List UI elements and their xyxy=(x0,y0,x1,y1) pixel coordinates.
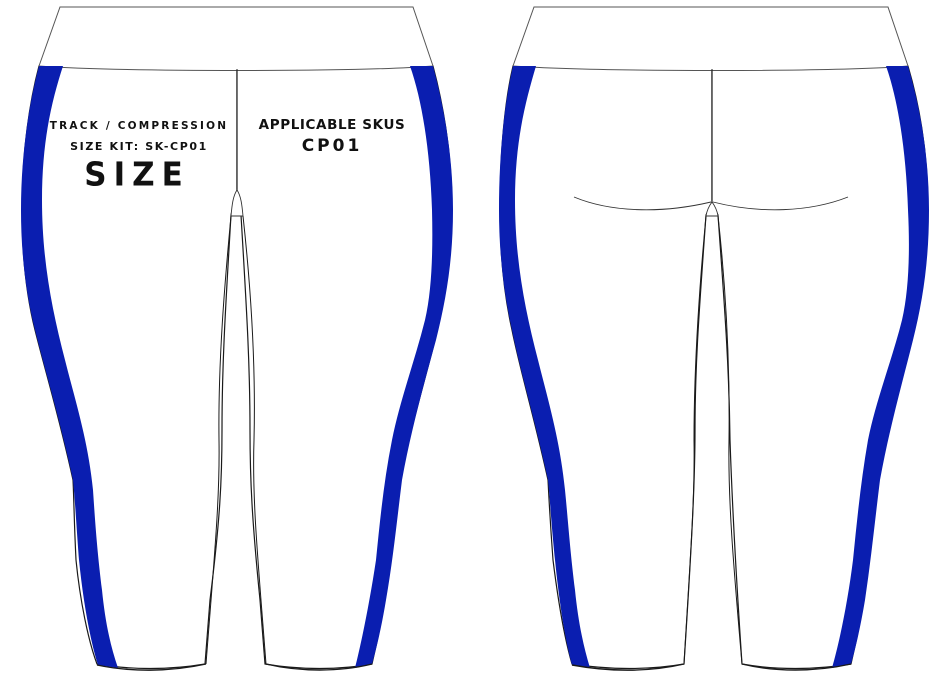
front-waistband xyxy=(38,6,434,71)
front-inseam-right xyxy=(242,215,267,665)
front-inseam-left xyxy=(205,215,232,665)
size-heading: SIZE xyxy=(84,156,190,194)
back-view-pants xyxy=(499,6,929,671)
size-kit-label: SIZE KIT: SK-CP01 xyxy=(70,140,208,153)
back-left-hem xyxy=(571,663,685,671)
back-right-hem xyxy=(741,663,852,671)
front-left-stripe xyxy=(21,66,118,668)
applicable-skus-heading: APPLICABLE SKUS xyxy=(258,117,406,133)
front-right-hem xyxy=(265,663,373,671)
back-gusset xyxy=(705,201,719,217)
back-left-stripe xyxy=(499,66,590,668)
back-right-stripe xyxy=(832,66,929,668)
back-seat-seam-right xyxy=(712,196,849,211)
product-category-label: TRACK / COMPRESSION xyxy=(49,120,229,132)
back-waistband xyxy=(512,6,909,71)
front-left-hem xyxy=(96,663,207,671)
front-view-pants xyxy=(21,6,453,671)
back-inseam-left xyxy=(683,215,707,665)
sku-code: CP01 xyxy=(301,136,363,156)
front-gusset xyxy=(230,189,244,217)
back-inseam-right xyxy=(717,215,743,665)
back-seat-seam-left xyxy=(573,196,712,211)
front-right-stripe xyxy=(355,66,453,668)
